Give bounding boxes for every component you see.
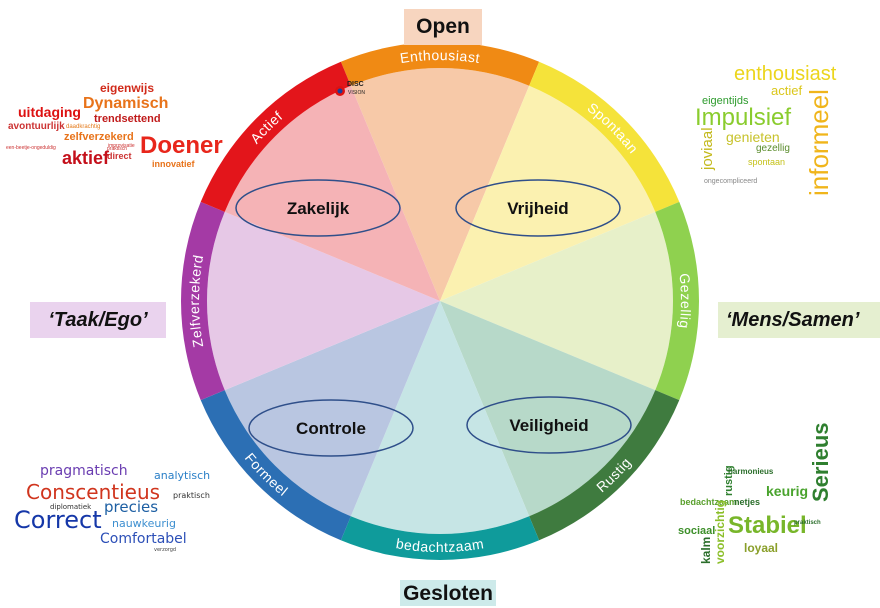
- disc-vision-logo: DISC VISION: [335, 81, 365, 96]
- rim-band-spontaan: [529, 61, 680, 212]
- word: harmonieus: [728, 467, 774, 476]
- word-cloud-blue: pragmatisch analytisch Conscentieus prak…: [10, 448, 220, 558]
- word: ongecompliceerd: [704, 178, 758, 185]
- wedge-enthousiast: [350, 68, 530, 301]
- word: kalm: [699, 536, 713, 564]
- word: analytisch: [154, 469, 211, 482]
- wedge-zelfverzekerd: [206, 211, 440, 391]
- quadrant-oval-zakelijk: Zakelijk: [235, 179, 401, 237]
- rim-band-zelfverzekerd: [181, 201, 225, 401]
- word: direct: [107, 151, 132, 161]
- word: eigenwijs: [100, 81, 155, 95]
- word: praktisch: [173, 491, 210, 500]
- logo-text-vision: VISION: [348, 90, 365, 96]
- rim-label-zelfverzekerd: Zelfverzekerd: [186, 253, 206, 348]
- word: Dynamisch: [83, 95, 169, 112]
- word: gezellig: [756, 143, 790, 154]
- word: diplomatiek: [50, 503, 92, 511]
- word: actief: [771, 83, 803, 98]
- wedge-formeel: [224, 301, 440, 517]
- word: Impulsief: [695, 104, 792, 131]
- word: trendsettend: [94, 113, 161, 125]
- svg-text:Zakelijk: Zakelijk: [287, 199, 350, 218]
- wedge-rustig: [440, 301, 656, 517]
- word: loyaal: [744, 541, 779, 555]
- word-cloud-red: eigenwijs Dynamisch uitdaging trendsette…: [4, 76, 223, 176]
- axis-label-task-ego: ‘Taak/Ego’: [30, 302, 166, 338]
- word: genieten: [726, 129, 780, 145]
- word: Comfortabel: [100, 531, 187, 547]
- svg-text:Vrijheid: Vrijheid: [507, 199, 568, 218]
- word: netjes: [734, 497, 761, 507]
- word: Conscentieus: [26, 480, 161, 504]
- rim-label-enthousiast: Enthousiast: [399, 47, 481, 66]
- axis-label-closed: Gesloten: [400, 580, 496, 606]
- wheel-rim: [181, 42, 699, 560]
- word: zelfverzekerd: [64, 131, 134, 143]
- word: eigentijds: [702, 95, 749, 107]
- word: pragmatisch: [40, 463, 128, 479]
- rim-band-bedachtzaam: [340, 516, 540, 560]
- quadrant-oval-controle: Controle: [248, 399, 414, 457]
- word: praktisch: [107, 146, 128, 152]
- word: praktisch: [794, 520, 821, 526]
- axis-label-people-together: ‘Mens/Samen’: [718, 302, 880, 338]
- word: bedachtzaam: [680, 497, 738, 507]
- wedge-spontaan: [440, 85, 656, 301]
- word: Doener: [140, 132, 223, 159]
- wedge-gezellig: [440, 211, 673, 391]
- rim-band-gezellig: [655, 201, 699, 401]
- rim-label-bedachtzaam: bedachtzaam: [395, 535, 485, 555]
- rim-label-gezellig: Gezellig: [677, 273, 695, 330]
- word: verzorgd: [154, 547, 177, 553]
- word: aktief: [62, 148, 110, 168]
- word: Correct: [14, 506, 102, 534]
- svg-text:Veiligheid: Veiligheid: [509, 416, 588, 435]
- quadrant-oval-veiligheid: Veiligheid: [466, 396, 632, 454]
- word-cloud-green: rustig harmonieus bedachtzaam netjes keu…: [676, 423, 880, 576]
- word: improvisatie: [108, 143, 135, 149]
- word: enthousiast: [734, 63, 837, 85]
- word: informeel: [804, 89, 834, 196]
- axis-label-open: Open: [404, 9, 482, 45]
- word: een-beetje-ongeduldig: [6, 145, 56, 151]
- svg-text:Controle: Controle: [296, 419, 366, 438]
- rim-band-actief: [200, 61, 351, 212]
- wheel-wedges: [206, 68, 673, 534]
- rim-band-formeel: [200, 390, 351, 541]
- word: uitdaging: [18, 104, 81, 120]
- word: precies: [104, 498, 159, 516]
- word: Stabiel: [728, 512, 807, 539]
- word: spontaan: [748, 157, 786, 167]
- word: keurig: [766, 483, 809, 499]
- logo-text-disc: DISC: [347, 81, 364, 88]
- word-cloud-yellow: enthousiast actief eigentijds Impulsief …: [690, 60, 880, 200]
- quadrant-oval-vrijheid: Vrijheid: [455, 179, 621, 237]
- word: voorzichtig: [713, 499, 727, 564]
- rim-band-rustig: [529, 390, 680, 541]
- word: sociaal: [678, 525, 716, 537]
- wedge-bedachtzaam: [350, 301, 530, 534]
- word: innovatief: [152, 159, 195, 169]
- word: avontuurlijk: [8, 121, 65, 132]
- wedge-actief: [224, 85, 440, 301]
- word: joviaal: [699, 127, 716, 170]
- rim-band-enthousiast: [340, 42, 540, 86]
- word: nauwkeurig: [112, 517, 176, 530]
- word: Serieus: [808, 422, 833, 503]
- word: daadkrachtig: [66, 124, 101, 130]
